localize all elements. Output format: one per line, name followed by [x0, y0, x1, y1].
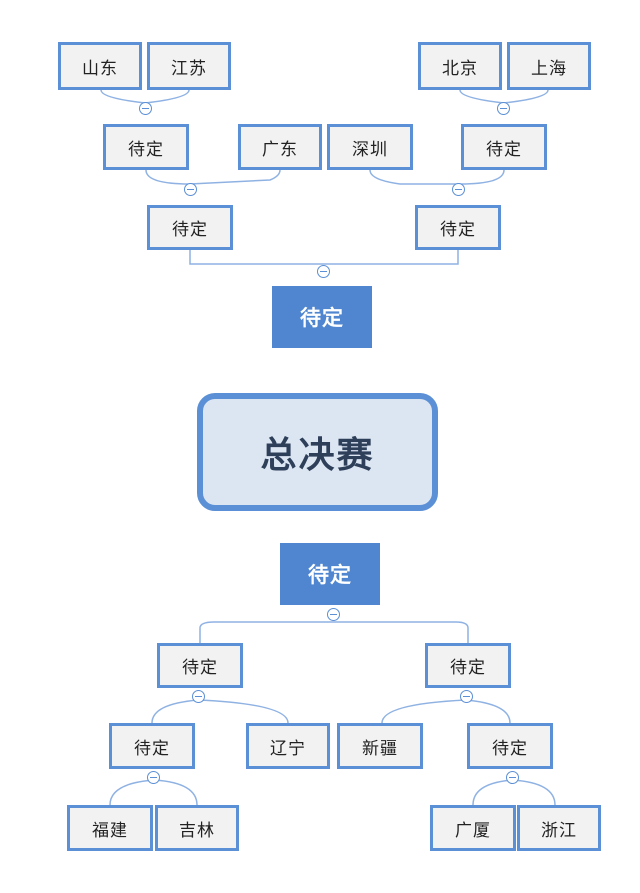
collapse-toggle-top-2[interactable]: [497, 102, 510, 115]
team-node-guangsha[interactable]: 广厦: [430, 805, 516, 851]
pending-node-top-left-2[interactable]: 待定: [103, 124, 189, 170]
connector-shenzhen-tbd: [369, 169, 505, 185]
collapse-toggle-bottom-2[interactable]: [192, 690, 205, 703]
collapse-toggle-top-5[interactable]: [317, 265, 330, 278]
team-node-jilin[interactable]: 吉林: [155, 805, 239, 851]
team-node-fujian[interactable]: 福建: [67, 805, 153, 851]
team-node-jiangsu[interactable]: 江苏: [147, 42, 231, 90]
collapse-toggle-bottom-3[interactable]: [460, 690, 473, 703]
team-node-shanghai[interactable]: 上海: [507, 42, 591, 90]
team-node-zhejiang[interactable]: 浙江: [517, 805, 601, 851]
connector-winner-children: [199, 621, 469, 643]
pending-node-top-left-3[interactable]: 待定: [147, 205, 233, 250]
team-node-guangdong[interactable]: 广东: [238, 124, 322, 170]
team-node-shandong[interactable]: 山东: [58, 42, 142, 90]
pending-node-top-right-3[interactable]: 待定: [415, 205, 501, 250]
pending-node-bottom-right-1[interactable]: 待定: [425, 643, 511, 688]
collapse-toggle-bottom-1[interactable]: [327, 608, 340, 621]
final-node[interactable]: 总决赛: [197, 393, 438, 511]
connector-xinjiang-tbd: [381, 699, 511, 724]
connector-tbd-liaoning: [151, 699, 289, 724]
team-node-beijing[interactable]: 北京: [418, 42, 502, 90]
collapse-toggle-top-4[interactable]: [452, 183, 465, 196]
team-node-liaoning[interactable]: 辽宁: [246, 723, 330, 769]
pending-node-bottom-left-1[interactable]: 待定: [157, 643, 243, 688]
team-node-shenzhen[interactable]: 深圳: [327, 124, 413, 170]
collapse-toggle-top-3[interactable]: [184, 183, 197, 196]
pending-node-top-right-2[interactable]: 待定: [461, 124, 547, 170]
connector-tbd-guangdong: [145, 169, 281, 185]
pending-node-bottom-left-2[interactable]: 待定: [109, 723, 195, 769]
semifinal-winner-bottom[interactable]: 待定: [280, 543, 380, 605]
team-node-xinjiang[interactable]: 新疆: [337, 723, 423, 769]
collapse-toggle-bottom-5[interactable]: [506, 771, 519, 784]
collapse-toggle-bottom-4[interactable]: [147, 771, 160, 784]
connector-tbd-tbd-top: [189, 250, 459, 265]
semifinal-winner-top[interactable]: 待定: [272, 286, 372, 348]
pending-node-bottom-right-2[interactable]: 待定: [467, 723, 553, 769]
collapse-toggle-top-1[interactable]: [139, 102, 152, 115]
